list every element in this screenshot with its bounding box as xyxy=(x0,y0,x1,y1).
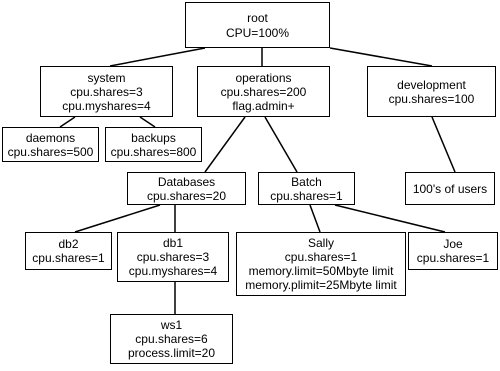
node-backups-line-1: backups xyxy=(131,130,176,145)
node-backups: backups cpu.shares=800 xyxy=(105,127,202,162)
node-sally-line-2: cpu.shares=1 xyxy=(284,250,358,264)
edge-root-system xyxy=(109,47,206,67)
node-ws1: ws1 cpu.shares=6 process.limit=20 xyxy=(110,314,233,364)
node-db2-line-2: cpu.shares=1 xyxy=(32,251,105,265)
node-db1: db1 cpu.shares=3 cpu.myshares=4 xyxy=(117,232,229,282)
edge-development-users xyxy=(431,116,456,173)
edge-batch-sally xyxy=(309,204,321,233)
node-system-line-1: system xyxy=(87,70,126,85)
node-batch-line-2: cpu.shares=1 xyxy=(270,188,343,203)
node-batch: Batch cpu.shares=1 xyxy=(258,172,355,205)
node-root-line-2: CPU=100% xyxy=(225,26,290,40)
node-db2-line-1: db2 xyxy=(58,237,79,251)
edge-system-daemons xyxy=(59,116,76,128)
edge-operations-databases xyxy=(204,116,246,173)
node-system-line-2: cpu.shares=3 xyxy=(70,84,143,99)
node-root-line-1: root xyxy=(247,11,268,25)
edge-system-backups xyxy=(139,116,156,128)
node-db2: db2 cpu.shares=1 xyxy=(25,232,112,270)
node-sally-line-1: Sally xyxy=(307,236,334,250)
node-joe: Joe cpu.shares=1 xyxy=(408,232,498,270)
node-joe-line-2: cpu.shares=1 xyxy=(416,251,490,265)
node-development-line-1: development xyxy=(397,77,466,92)
node-users-line-1: 100's of users xyxy=(412,181,488,196)
node-operations-line-2: cpu.shares=200 xyxy=(220,84,307,99)
node-operations-line-1: operations xyxy=(235,70,292,85)
node-db1-line-3: cpu.myshares=4 xyxy=(128,264,218,278)
node-root: root CPU=100% xyxy=(185,2,330,48)
node-backups-line-2: cpu.shares=800 xyxy=(110,144,197,159)
node-db1-line-2: cpu.shares=3 xyxy=(136,250,210,264)
node-ws1-line-2: cpu.shares=6 xyxy=(135,332,208,346)
node-ws1-line-3: process.limit=20 xyxy=(127,346,216,360)
edge-operations-batch xyxy=(264,116,298,173)
edge-root-development xyxy=(329,47,433,67)
node-databases: Databases cpu.shares=20 xyxy=(127,172,246,205)
node-development-line-2: cpu.shares=100 xyxy=(388,91,475,106)
node-sally: Sally cpu.shares=1 memory.limit=50Mbyte … xyxy=(236,232,406,296)
node-db1-line-1: db1 xyxy=(162,236,184,250)
node-databases-line-2: cpu.shares=20 xyxy=(146,188,227,203)
node-joe-line-1: Joe xyxy=(443,237,463,251)
node-operations: operations cpu.shares=200 flag.admin+ xyxy=(197,66,330,117)
node-sally-line-4: memory.plimit=25Mbyte limit xyxy=(245,278,397,292)
node-operations-line-3: flag.admin+ xyxy=(232,98,295,113)
node-ws1-line-1: ws1 xyxy=(160,318,183,332)
node-system-line-3: cpu.myshares=4 xyxy=(62,98,151,113)
node-daemons: daemons cpu.shares=500 xyxy=(2,127,99,162)
edge-databases-db2 xyxy=(74,204,161,233)
node-daemons-line-1: daemons xyxy=(25,130,76,145)
node-daemons-line-2: cpu.shares=500 xyxy=(7,144,94,159)
node-sally-line-3: memory.limit=50Mbyte limit xyxy=(248,264,394,278)
node-users: 100's of users xyxy=(405,172,495,205)
edge-batch-joe xyxy=(334,204,446,233)
node-system: system cpu.shares=3 cpu.myshares=4 xyxy=(40,66,173,117)
node-development: development cpu.shares=100 xyxy=(367,66,496,117)
node-databases-line-1: Databases xyxy=(157,174,216,189)
node-batch-line-1: Batch xyxy=(291,174,322,189)
